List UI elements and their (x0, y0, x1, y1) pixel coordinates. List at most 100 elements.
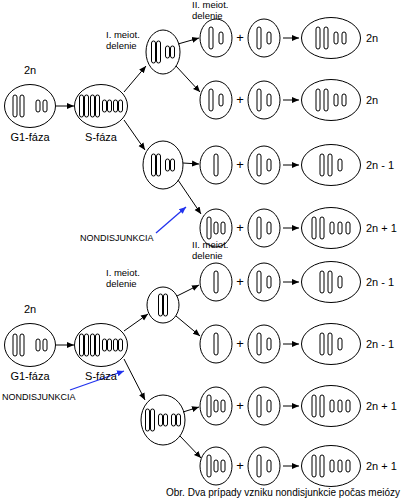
phase-arrow (56, 106, 74, 107)
sperm-cell (248, 81, 280, 119)
division-arrow (124, 314, 148, 331)
chromosome (219, 94, 223, 106)
gamete-cell (200, 325, 232, 363)
phase-label: I. meiot. delenie (106, 30, 148, 51)
chromosome (267, 222, 271, 234)
chromosome (257, 89, 261, 111)
ploidy-label: 2n - 1 (366, 159, 394, 171)
plus-sign: + (234, 221, 246, 235)
chromosome (257, 395, 261, 417)
chromosome (214, 222, 218, 234)
cell-outline (143, 141, 183, 189)
cell-membrane (5, 85, 56, 128)
chromosome (214, 271, 218, 293)
cell-membrane (75, 324, 128, 367)
zygote-cell: 2n + 1 (301, 385, 361, 427)
chromosome (257, 27, 261, 49)
chromosome (267, 400, 271, 412)
plus-sign: + (234, 93, 246, 107)
cell-outline (301, 261, 361, 303)
cell-outline (301, 323, 361, 365)
chromosome (152, 41, 161, 63)
cell-membrane (302, 324, 361, 365)
chromosome (257, 333, 261, 355)
cell-outline (301, 144, 361, 186)
chromosome (172, 414, 181, 426)
cell-outline (74, 323, 128, 367)
cell-outline (146, 30, 180, 74)
zygote-cell: 2n + 1 (301, 207, 361, 249)
cell-outline (141, 395, 185, 445)
phase-label: S-fáza (50, 370, 152, 382)
plus-sign: + (234, 275, 246, 289)
zygote-cell: 2n - 1 (301, 323, 361, 365)
cell-membrane (302, 208, 361, 249)
chromosome (257, 455, 261, 477)
plus-sign: + (234, 399, 246, 413)
cell-membrane (302, 80, 361, 121)
chromosome (267, 338, 271, 350)
chromosome (214, 400, 218, 412)
chromosome (267, 94, 271, 106)
chromosome (221, 400, 225, 412)
cell-membrane (302, 446, 361, 487)
division-arrow (124, 359, 145, 400)
gamete-cell (200, 19, 232, 57)
division-arrow (176, 66, 200, 92)
division-arrow (124, 66, 146, 92)
cell-membrane (302, 145, 361, 186)
chromosome (214, 154, 218, 176)
chromosome (159, 294, 168, 316)
phase-label: II. meiot. delenie (192, 0, 236, 21)
cell-outline (301, 17, 361, 59)
cell-g1: 2nG1-fáza (4, 323, 56, 367)
division-arrow (183, 163, 199, 164)
ploidy-label: 2n (0, 64, 80, 76)
phase-label: I. meiot. delenie (106, 268, 148, 289)
zygote-cell: 2n (301, 79, 361, 121)
ploidy-label: 2n + 1 (366, 460, 397, 472)
fertilization-arrow (283, 38, 299, 39)
gamete-cell (200, 387, 232, 425)
zygote-cell: 2n (301, 17, 361, 59)
phase-label: G1-fáza (0, 131, 80, 143)
chromosome (221, 222, 225, 234)
fertilization-arrow (283, 282, 299, 283)
fertilization-arrow (283, 344, 299, 345)
chromosome (257, 217, 261, 239)
nondisjunction-label: NONDISJUNKCIA (2, 392, 76, 403)
zygote-cell: 2n - 1 (301, 261, 361, 303)
zygote-cell: 2n - 1 (301, 144, 361, 186)
ploidy-label: 2n (366, 94, 378, 106)
division-arrow (177, 285, 199, 296)
ploidy-label: 2n (0, 303, 80, 315)
cell-outline (301, 445, 361, 487)
chromosome (267, 276, 271, 288)
fertilization-arrow (283, 100, 299, 101)
cell-g1: 2nG1-fáza (4, 84, 56, 128)
cell-outline (147, 287, 179, 323)
division-arrow (178, 180, 201, 214)
plus-sign: + (234, 337, 246, 351)
phase-label: II. meiot. delenie (192, 240, 236, 261)
chromosome (214, 460, 218, 472)
ploidy-label: 2n - 1 (366, 276, 394, 288)
cell-outline (4, 84, 56, 128)
phase-label: S-fáza (50, 131, 152, 143)
fertilization-arrow (283, 228, 299, 229)
cell-membrane (302, 386, 361, 427)
chromosome (152, 154, 161, 176)
chromosome (267, 159, 271, 171)
cell-outline (301, 207, 361, 249)
ploidy-label: 2n + 1 (366, 222, 397, 234)
chromosome (267, 460, 271, 472)
sperm-cell (248, 209, 280, 247)
pointer-arrow (156, 207, 186, 233)
fertilization-arrow (283, 406, 299, 407)
chromosome (146, 409, 155, 431)
figure-caption: Obr. Dva prípady vzniku nondisjunkcie po… (166, 487, 400, 499)
chromosome (221, 460, 225, 472)
ploidy-label: 2n (366, 32, 378, 44)
gamete-cell (200, 263, 232, 301)
chromosome (159, 414, 168, 426)
